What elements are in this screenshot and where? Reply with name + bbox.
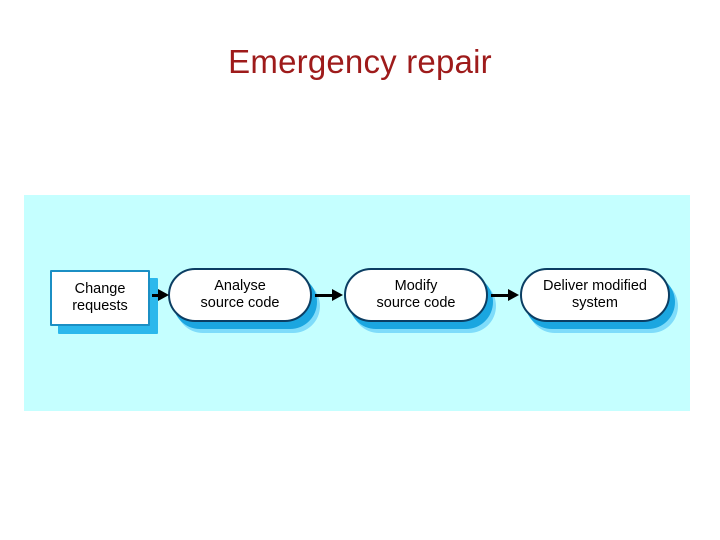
arrow-shaft bbox=[315, 293, 334, 297]
node-analyse-source-code[interactable]: Analyse source code bbox=[168, 268, 312, 322]
process-flow-diagram: Change requests Analyse source code bbox=[24, 195, 690, 411]
arrow-modify-to-deliver bbox=[491, 289, 519, 301]
node-change-requests[interactable]: Change requests bbox=[50, 270, 150, 326]
node-modify-source-code-label: Modify source code bbox=[377, 278, 456, 312]
arrow-change-requests-to-analyse bbox=[152, 289, 169, 301]
node-change-requests-label: Change requests bbox=[72, 281, 128, 315]
arrow-head bbox=[158, 289, 169, 301]
node-modify-source-code-label-line2: source code bbox=[376, 295, 456, 311]
arrow-head bbox=[508, 289, 519, 301]
node-change-requests-label-line2: requests bbox=[72, 298, 128, 314]
arrow-analyse-to-modify bbox=[315, 289, 343, 301]
node-deliver-modified-system-label-line1: Deliver modified bbox=[543, 277, 647, 294]
node-modify-source-code-label-line1: Modify bbox=[394, 277, 438, 294]
arrow-shaft bbox=[491, 293, 510, 297]
node-deliver-modified-system-label-line2: system bbox=[572, 295, 618, 311]
node-deliver-modified-system[interactable]: Deliver modified system bbox=[520, 268, 670, 322]
node-analyse-source-code-label-line1: Analyse bbox=[214, 277, 266, 294]
node-modify-source-code[interactable]: Modify source code bbox=[344, 268, 488, 322]
diagram-panel: Change requests Analyse source code bbox=[24, 195, 690, 411]
node-analyse-source-code-label-line2: source code bbox=[200, 295, 280, 311]
arrow-shaft bbox=[152, 293, 160, 297]
node-analyse-source-code-label: Analyse source code bbox=[201, 278, 280, 312]
page-title: Emergency repair bbox=[228, 43, 492, 80]
node-change-requests-label-line1: Change bbox=[74, 280, 126, 297]
arrow-head bbox=[332, 289, 343, 301]
node-deliver-modified-system-label: Deliver modified system bbox=[543, 278, 647, 312]
